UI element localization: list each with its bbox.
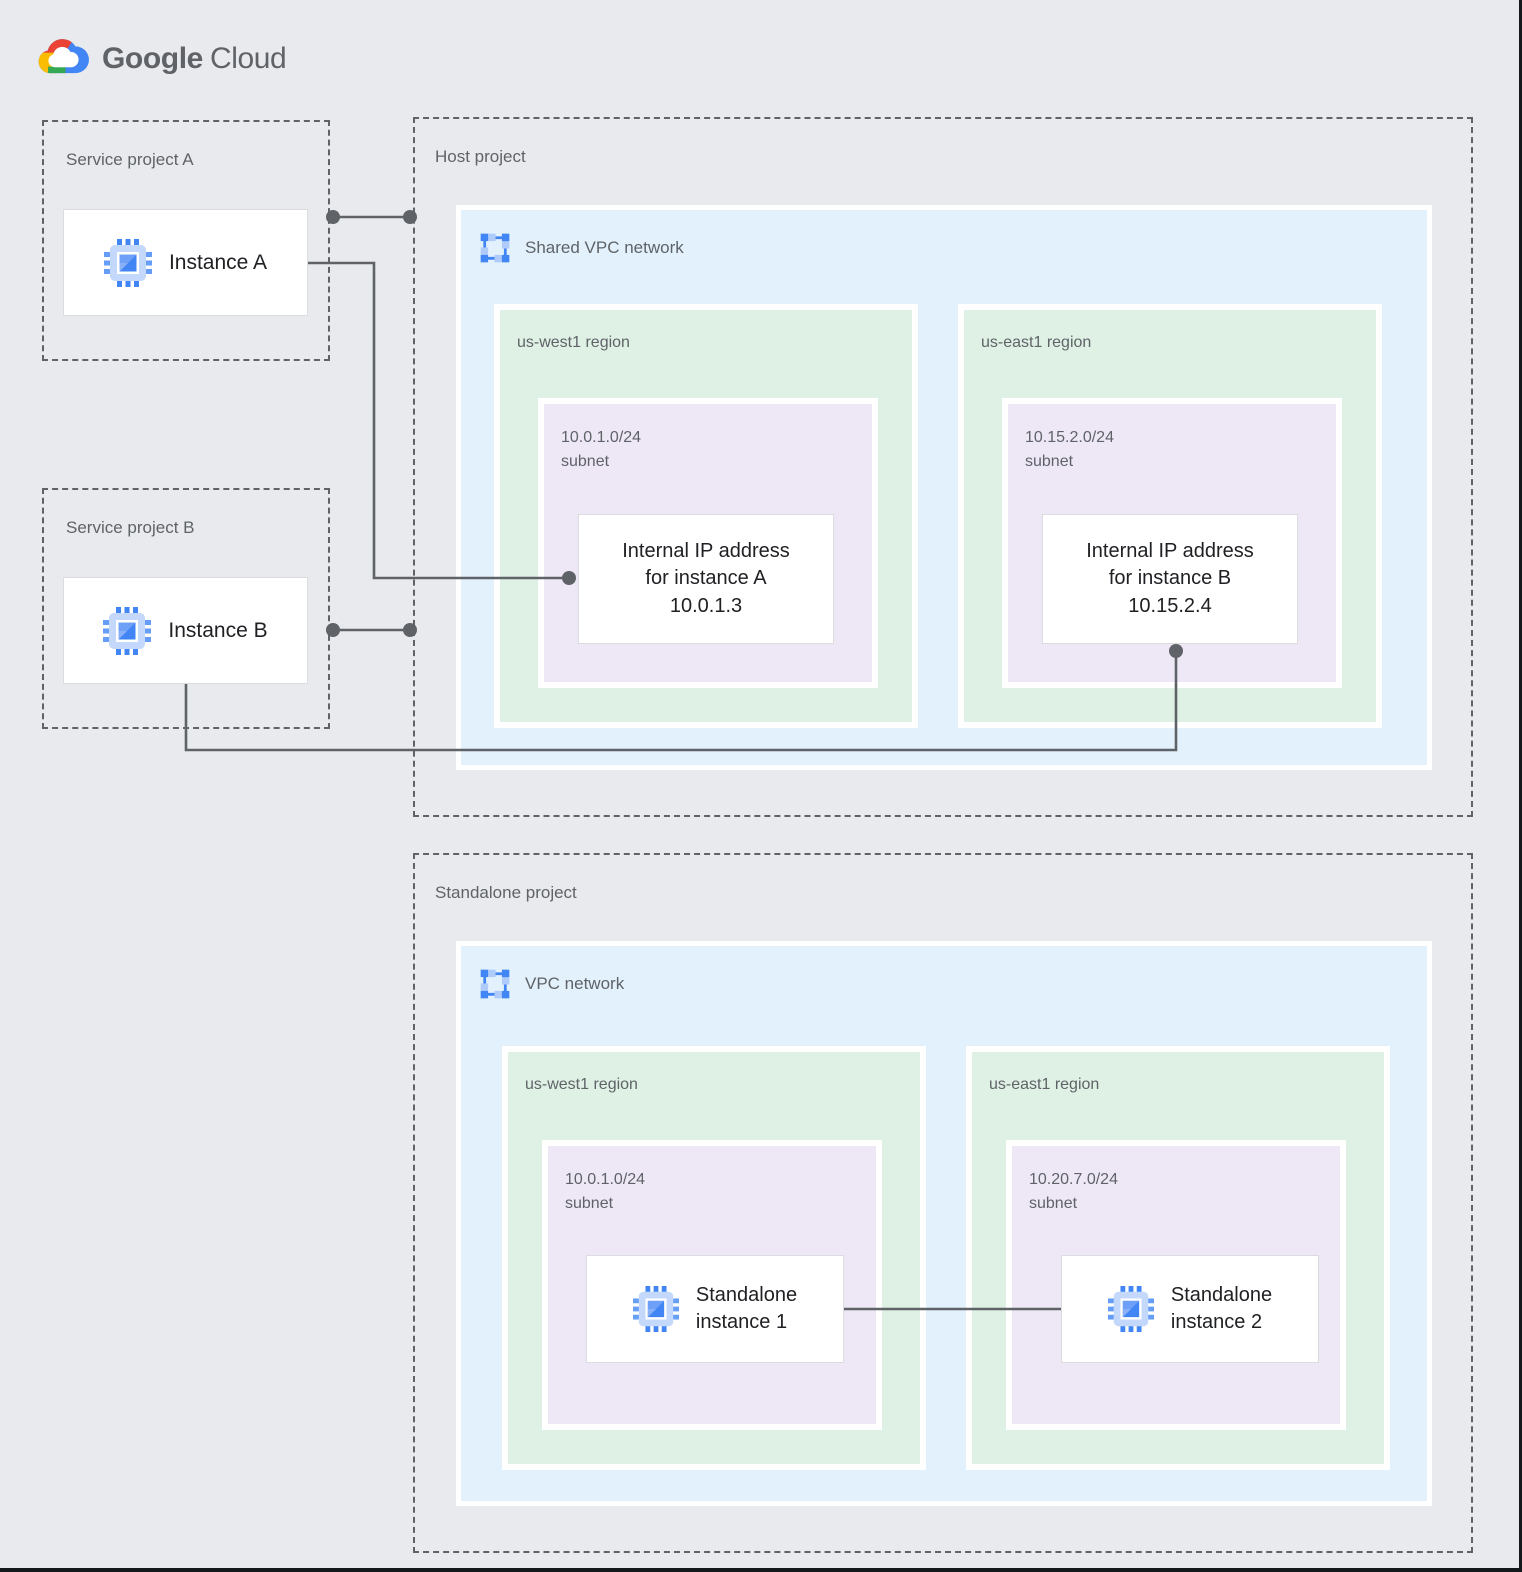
host-subnet-us-west1-label: 10.0.1.0/24 subnet xyxy=(561,426,641,474)
standalone-subnet-us-west1-cidr: 10.0.1.0/24 xyxy=(565,1171,646,1188)
google-cloud-logo-icon xyxy=(38,39,89,74)
host-subnet-us-west1-cidr: 10.0.1.0/24 xyxy=(561,429,642,446)
standalone-instance-1-line1: Standalone xyxy=(695,1284,798,1306)
internal-ip-instance-a-card: Internal IP address for instance A 10.0.… xyxy=(578,514,834,644)
shared-vpc-network-label: Shared VPC network xyxy=(525,238,684,257)
screenshot-bottom-edge xyxy=(0,1568,1522,1572)
standalone-instance-2-line1: Standalone xyxy=(1170,1284,1273,1306)
host-subnet-us-west1-box: 10.0.1.0/24 subnet Internal IP address f… xyxy=(538,398,878,688)
connector-service-a-host xyxy=(326,210,417,224)
compute-engine-icon xyxy=(103,607,151,655)
screenshot-right-edge xyxy=(1519,0,1522,1572)
host-subnet-us-east1-box: 10.15.2.0/24 subnet Internal IP address … xyxy=(1002,398,1342,688)
standalone-project-title: Standalone project xyxy=(435,883,577,902)
host-subnet-us-west1-word: subnet xyxy=(561,453,610,470)
standalone-instance-2-label: Standalone instance 2 xyxy=(1171,1282,1272,1336)
standalone-region-us-west1-box: us-west1 region 10.0.1.0/24 subnet Stand… xyxy=(502,1046,926,1470)
compute-engine-icon xyxy=(633,1286,679,1332)
instance-a-label: Instance A xyxy=(168,250,268,274)
host-subnet-us-east1-label: 10.15.2.0/24 subnet xyxy=(1025,426,1114,474)
vpc-network-icon xyxy=(478,967,512,1001)
standalone-instance-2-card: Standalone instance 2 xyxy=(1061,1255,1319,1363)
logo-google-text: Google xyxy=(102,41,203,75)
host-subnet-us-east1-cidr: 10.15.2.0/24 xyxy=(1025,429,1114,446)
instance-b-card: Instance B xyxy=(63,577,308,684)
standalone-region-us-west1-label: us-west1 region xyxy=(525,1076,638,1093)
compute-engine-icon xyxy=(104,239,152,287)
shared-vpc-network-box: Shared VPC network us-west1 region 10.0.… xyxy=(456,205,1432,770)
internal-ip-b-line2: for instance B xyxy=(1108,567,1232,590)
host-region-us-east1-label: us-east1 region xyxy=(981,334,1092,351)
internal-ip-a-line1: Internal IP address xyxy=(622,539,790,562)
vpc-network-label: VPC network xyxy=(525,974,625,993)
instance-b-label: Instance B xyxy=(168,618,268,642)
service-project-b-box: Service project B Instance B xyxy=(42,488,330,729)
instance-a-card: Instance A xyxy=(63,209,308,316)
standalone-region-us-east1-label: us-east1 region xyxy=(989,1076,1100,1093)
standalone-instance-2-line2: instance 2 xyxy=(1170,1311,1263,1333)
vpc-network-icon xyxy=(478,231,512,265)
host-region-us-east1-box: us-east1 region 10.15.2.0/24 subnet Inte… xyxy=(958,304,1382,728)
standalone-instance-1-line2: instance 1 xyxy=(695,1311,788,1333)
host-project-box: Host project Shared VPC network us-west1… xyxy=(413,117,1473,817)
shared-vpc-network-header: Shared VPC network xyxy=(478,231,684,265)
host-region-us-west1-label: us-west1 region xyxy=(517,334,630,351)
standalone-instance-1-label: Standalone instance 1 xyxy=(696,1282,797,1336)
standalone-subnet-us-east1-label: 10.20.7.0/24 subnet xyxy=(1029,1168,1118,1216)
logo-cloud-text: Cloud xyxy=(209,41,287,75)
standalone-subnet-us-west1-box: 10.0.1.0/24 subnet Standalone instance 1 xyxy=(542,1140,882,1430)
service-project-a-box: Service project A Instance A xyxy=(42,120,330,361)
standalone-subnet-us-east1-box: 10.20.7.0/24 subnet Standalone instance … xyxy=(1006,1140,1346,1430)
standalone-project-box: Standalone project VPC network us-west1 … xyxy=(413,853,1473,1553)
service-project-b-title: Service project B xyxy=(66,518,195,537)
service-project-a-title: Service project A xyxy=(66,150,194,169)
internal-ip-b-line1: Internal IP address xyxy=(1086,539,1254,562)
host-project-title: Host project xyxy=(435,147,526,166)
host-region-us-west1-box: us-west1 region 10.0.1.0/24 subnet Inter… xyxy=(494,304,918,728)
standalone-region-us-east1-box: us-east1 region 10.20.7.0/24 subnet Stan… xyxy=(966,1046,1390,1470)
standalone-subnet-us-west1-word: subnet xyxy=(565,1195,614,1212)
connector-service-b-host xyxy=(326,623,417,637)
vpc-network-header: VPC network xyxy=(478,967,624,1001)
host-subnet-us-east1-word: subnet xyxy=(1025,453,1074,470)
internal-ip-a-line3: 10.0.1.3 xyxy=(669,594,743,617)
internal-ip-a-line2: for instance A xyxy=(645,567,767,590)
standalone-subnet-us-west1-label: 10.0.1.0/24 subnet xyxy=(565,1168,645,1216)
compute-engine-icon xyxy=(1108,1286,1154,1332)
standalone-subnet-us-east1-cidr: 10.20.7.0/24 xyxy=(1029,1171,1118,1188)
standalone-subnet-us-east1-word: subnet xyxy=(1029,1195,1078,1212)
internal-ip-instance-b-card: Internal IP address for instance B 10.15… xyxy=(1042,514,1298,644)
internal-ip-b-line3: 10.15.2.4 xyxy=(1128,594,1212,617)
standalone-instance-1-card: Standalone instance 1 xyxy=(586,1255,844,1363)
vpc-network-box: VPC network us-west1 region 10.0.1.0/24 … xyxy=(456,941,1432,1506)
